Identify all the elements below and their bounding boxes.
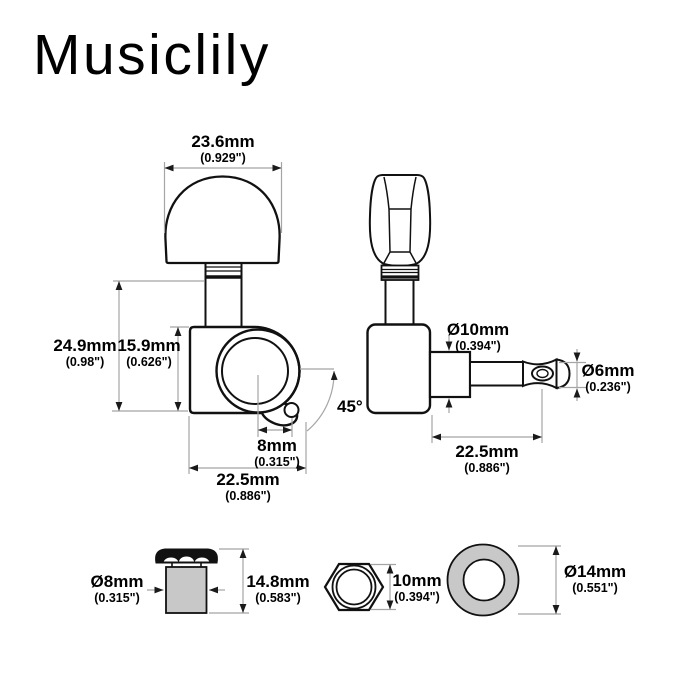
brand-logo: Musiclily: [33, 23, 271, 87]
dim-lines-bushing-height: [209, 548, 249, 614]
bushing-barrel: [165, 566, 208, 614]
dim-lines-post-length: [431, 389, 543, 443]
front-view-bezel-inner: [221, 337, 289, 405]
dim-label-washer-diameter: Ø14mm (0.551"): [563, 562, 627, 596]
bushing: [147, 548, 249, 614]
dim-label-post-base-diameter: Ø10mm (0.394"): [446, 320, 510, 354]
front-view-button: [164, 175, 281, 265]
dim-label-housing-height: 15.9mm (0.626"): [117, 336, 181, 370]
dim-label-tab-angle: 45°: [337, 397, 363, 416]
side-view-string-post: [469, 361, 524, 387]
dim-lines-screw-offset: [257, 375, 293, 437]
dim-label-string-post-diameter: Ø6mm (0.236"): [581, 361, 635, 395]
bushing-head-base: [156, 561, 217, 564]
hex-nut-hole: [335, 568, 373, 606]
dim-lines-button-width: [163, 162, 283, 233]
dim-label-button-width: 23.6mm (0.929"): [191, 132, 255, 166]
angle-annotation: [300, 368, 338, 432]
dim-lines-nut-size: [371, 563, 396, 611]
dim-label-bushing-height: 14.8mm (0.583"): [246, 572, 310, 606]
dim-label-post-length: 22.5mm (0.886"): [455, 442, 519, 476]
dim-lines-housing-width: [188, 416, 307, 474]
front-view-screw-hole: [283, 402, 300, 418]
dim-lines-heights: [112, 280, 204, 412]
side-view: [366, 174, 586, 443]
dim-label-hex-nut-size: 10mm (0.394"): [392, 571, 442, 605]
side-view-string-hole-inner: [536, 368, 549, 379]
washer-hole: [462, 558, 506, 602]
side-view-button-facets: [383, 176, 417, 264]
hex-nut-chamfer: [331, 564, 377, 610]
side-view-post-cap: [555, 358, 571, 390]
dim-label-screw-offset: 8mm (0.315"): [254, 436, 300, 470]
dim-lines-washer-diameter: [518, 545, 561, 615]
dim-label-bushing-diameter: Ø8mm (0.315"): [90, 572, 144, 606]
dim-label-overall-height: 24.9mm (0.98"): [53, 336, 117, 370]
side-view-housing: [366, 323, 432, 415]
side-view-string-hole-outer: [531, 365, 554, 382]
washer: [446, 543, 561, 617]
dim-label-housing-width: 22.5mm (0.886"): [216, 470, 280, 504]
side-view-shaft: [380, 264, 420, 325]
hex-nut: [323, 562, 396, 612]
hex-nut-body: [323, 562, 385, 612]
front-view: [112, 162, 338, 474]
side-view-button: [368, 174, 432, 267]
front-view-shaft: [204, 262, 243, 327]
dim-lines-post-diameter: [559, 349, 586, 401]
side-view-post-base: [428, 350, 472, 399]
